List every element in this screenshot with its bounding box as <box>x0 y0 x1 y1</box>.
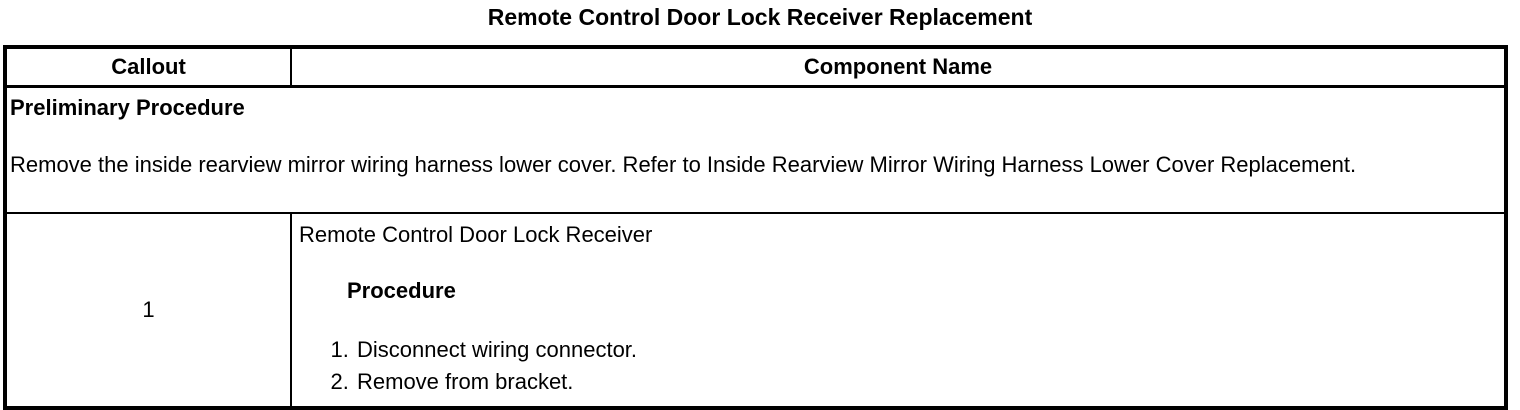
column-header-callout: Callout <box>5 47 292 88</box>
table-header-row: Callout Component Name <box>5 47 1506 88</box>
component-table: Callout Component Name Preliminary Proce… <box>3 45 1508 410</box>
procedure-step-1: Disconnect wiring connector. <box>355 334 1496 366</box>
preliminary-procedure-heading: Preliminary Procedure <box>10 95 245 120</box>
preliminary-procedure-row: Preliminary Procedure Remove the inside … <box>5 86 1506 214</box>
preliminary-procedure-text: Remove the inside rearview mirror wiring… <box>10 152 1357 177</box>
procedure-steps-list: Disconnect wiring connector. Remove from… <box>299 334 1496 398</box>
preliminary-procedure-cell: Preliminary Procedure Remove the inside … <box>5 86 1506 214</box>
page-title: Remote Control Door Lock Receiver Replac… <box>487 4 1033 30</box>
component-name-text: Remote Control Door Lock Receiver <box>299 222 653 247</box>
table-row: 1 Remote Control Door Lock Receiver Proc… <box>5 213 1506 408</box>
column-header-component-name: Component Name <box>291 47 1506 88</box>
procedure-heading: Procedure <box>347 278 456 303</box>
component-cell: Remote Control Door Lock Receiver Proced… <box>291 213 1506 408</box>
procedure-step-2: Remove from bracket. <box>355 366 1496 398</box>
callout-number: 1 <box>5 213 292 408</box>
